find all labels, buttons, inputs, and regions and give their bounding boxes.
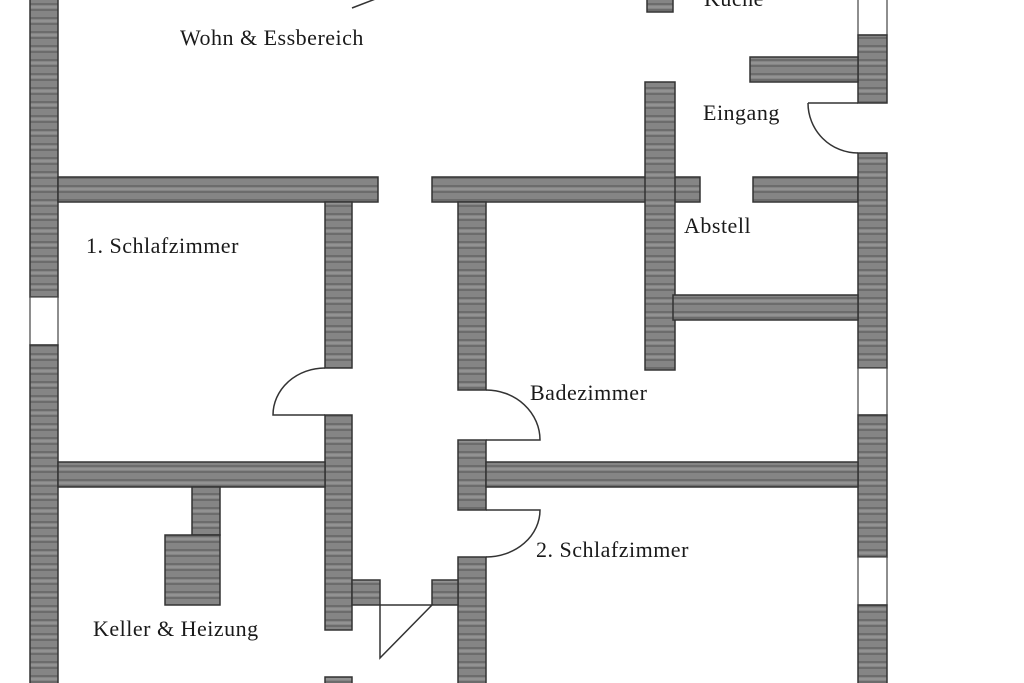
room-label-schlaf2: 2. Schlafzimmer (536, 537, 689, 562)
room-label-keller: Keller & Heizung (93, 616, 259, 641)
window-left (29, 296, 59, 346)
outer-wall-right-2 (857, 152, 888, 369)
outer-wall-left-top (29, 0, 59, 298)
wall-v-storage (644, 81, 676, 371)
room-label-kueche: Küche (704, 0, 764, 12)
wall-kitchen (749, 56, 859, 83)
window-right-bottom (857, 556, 888, 606)
door-bath (485, 389, 541, 441)
wall-h-entry (752, 176, 859, 203)
wall-bottom-stub (324, 676, 353, 683)
window-right-mid (857, 367, 888, 416)
outer-wall-right-1 (857, 34, 888, 104)
outer-wall-right-3 (857, 414, 888, 558)
door-entry (807, 102, 859, 154)
door-bedroom2 (485, 509, 541, 558)
door-bedroom1 (272, 367, 326, 416)
outer-wall-left-bottom (29, 344, 59, 683)
walls (29, 0, 888, 683)
wall-h-storage (672, 294, 859, 321)
chimney-base (164, 534, 221, 606)
room-label-eingang: Eingang (703, 100, 780, 125)
wall-v-hall-right-1 (457, 201, 487, 391)
wall-stub-left (351, 579, 381, 606)
room-label-bad: Badezimmer (530, 380, 648, 405)
room-label-abstell: Abstell (684, 213, 752, 238)
wall-stub-right (431, 579, 459, 606)
wall-v-hall-right-3 (457, 556, 487, 683)
chimney-top (191, 486, 221, 536)
outer-wall-right-4 (857, 604, 888, 683)
wall-v-hall-left-1 (324, 201, 353, 369)
wall-v-hall-right-2 (457, 439, 487, 511)
wall-v-hall-left-2 (324, 414, 353, 631)
room-label-wohn: Wohn & Essbereich (180, 25, 364, 50)
doors (272, 0, 859, 660)
room-label-schlaf1: 1. Schlafzimmer (86, 233, 239, 258)
kitchen-counter (646, 0, 674, 13)
wall-h-bedroom1 (57, 461, 326, 488)
window-right-top (857, 0, 888, 36)
door-cellar (379, 604, 434, 660)
wall-h-living-left (57, 176, 379, 203)
door-living (351, 0, 375, 9)
wall-h-bath (485, 461, 859, 488)
